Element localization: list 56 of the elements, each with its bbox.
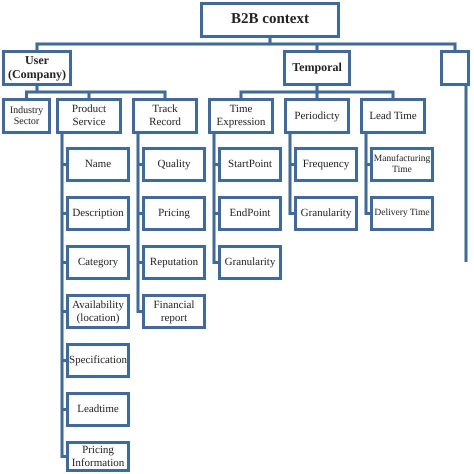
node-label: EndPoint xyxy=(230,207,270,220)
node-label: Product Service xyxy=(70,103,108,129)
node-label: Availability (location) xyxy=(71,298,125,324)
node-label: Temporal xyxy=(292,61,342,75)
category-box xyxy=(208,98,274,134)
category-box xyxy=(370,196,434,231)
node-label: Manufacturing Time xyxy=(373,154,431,176)
node-label: Description xyxy=(72,207,124,220)
category-box xyxy=(294,196,358,231)
category-box xyxy=(142,245,206,280)
category-box xyxy=(132,98,198,134)
category-box xyxy=(360,98,426,134)
node-label: Granularity xyxy=(300,207,352,220)
node-label: Lead Time xyxy=(369,110,417,122)
node-label: B2B context xyxy=(231,11,309,29)
node-label: Name xyxy=(84,158,112,171)
node-label: Specification xyxy=(68,354,128,367)
node-label: Category xyxy=(78,256,118,269)
node-label: Time Expression xyxy=(216,103,266,129)
category-box xyxy=(66,196,130,231)
category-box xyxy=(66,441,130,472)
node-label: User (Company) xyxy=(7,54,67,82)
category-box xyxy=(66,392,130,427)
node-label: Quality xyxy=(158,158,190,171)
node-label: Pricing xyxy=(158,207,190,220)
connector-line xyxy=(316,86,394,98)
node-label: Frequency xyxy=(302,158,350,171)
category-box xyxy=(218,245,282,280)
category-box xyxy=(283,50,351,86)
node-label: Reputation xyxy=(150,256,198,269)
node-label: Track Record xyxy=(148,103,182,129)
category-box xyxy=(66,343,130,378)
node-label: Pricing Information xyxy=(71,444,125,470)
node-label: Industry Sector xyxy=(8,104,44,128)
category-box xyxy=(2,98,51,134)
category-box xyxy=(66,245,130,280)
category-box xyxy=(370,147,434,182)
category-box xyxy=(66,294,130,329)
category-box xyxy=(142,196,206,231)
root-box xyxy=(200,2,340,38)
category-box xyxy=(2,50,72,86)
category-box xyxy=(218,147,282,182)
category-box xyxy=(284,98,350,134)
node-label: Granularity xyxy=(224,256,276,269)
node-label: Leadtime xyxy=(77,403,119,416)
category-box xyxy=(142,294,206,329)
node-label: Periodicty xyxy=(294,110,340,122)
node-label: StartPoint xyxy=(228,158,272,171)
node-label: Financial report xyxy=(152,298,196,324)
category-box xyxy=(440,50,470,86)
category-box xyxy=(294,147,358,182)
category-box xyxy=(218,196,282,231)
category-box xyxy=(142,147,206,182)
node-label: Delivery Time xyxy=(374,208,430,219)
category-box xyxy=(66,147,130,182)
category-box xyxy=(56,98,122,134)
